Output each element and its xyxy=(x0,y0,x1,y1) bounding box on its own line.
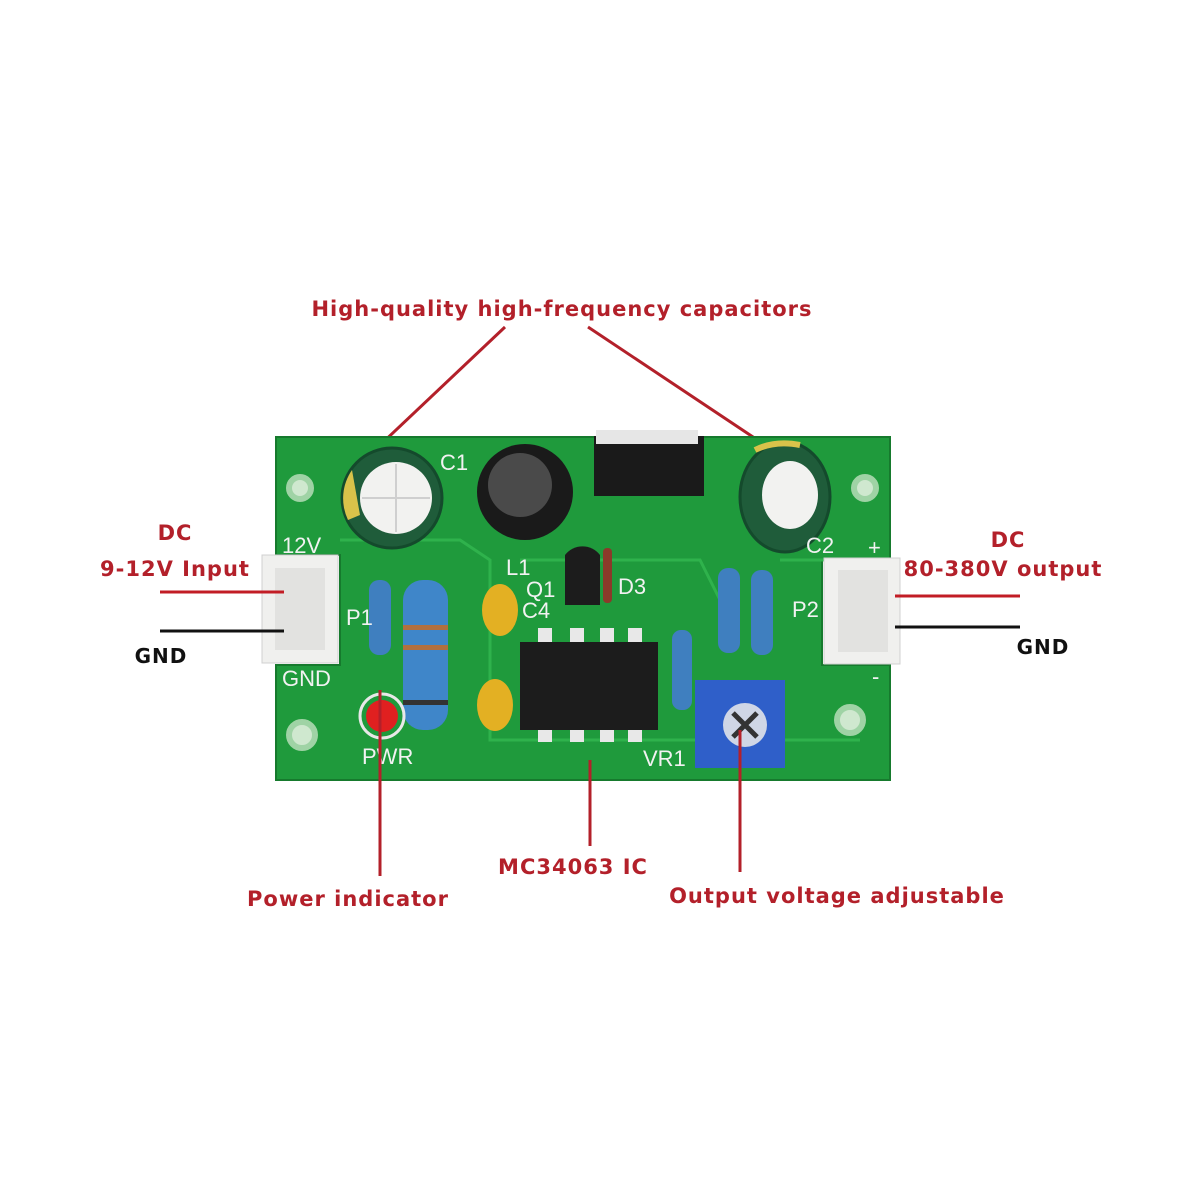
input-dc-label: DC xyxy=(158,521,193,545)
silk-plus: + xyxy=(868,535,881,560)
silk-c2: C2 xyxy=(806,533,834,558)
input-range-label: 9-12V Input xyxy=(100,557,250,581)
ic-label: MC34063 IC xyxy=(498,855,648,879)
silk-12v: 12V xyxy=(282,533,321,558)
output-dc-label: DC xyxy=(991,528,1026,552)
silk-p2: P2 xyxy=(792,597,819,622)
capacitor-c1-pointer xyxy=(376,325,507,449)
potentiometer-vr1[interactable] xyxy=(695,680,785,768)
silk-pwr: PWR xyxy=(362,744,413,769)
silk-vr1: VR1 xyxy=(643,746,686,771)
silk-minus: - xyxy=(872,664,879,689)
pcb-board: 12V GND P1 PWR C1 L1 Q1 D3 C4 C2 + - P2 … xyxy=(261,430,901,781)
silk-c1: C1 xyxy=(440,450,468,475)
mounting-holes xyxy=(286,474,879,751)
input-connector[interactable] xyxy=(261,554,339,664)
capacitor-c1 xyxy=(340,446,444,550)
ceramic-capacitor xyxy=(477,679,513,731)
silk-q1: Q1 xyxy=(526,577,555,602)
output-connector[interactable] xyxy=(823,557,901,665)
silk-d3: D3 xyxy=(618,574,646,599)
power-indicator-label: Power indicator xyxy=(247,887,449,911)
capacitors-label: High-quality high-frequency capacitors xyxy=(311,297,812,321)
transistor-q1 xyxy=(565,546,600,605)
silk-gnd: GND xyxy=(282,666,331,691)
adjustable-label: Output voltage adjustable xyxy=(669,884,1005,908)
diode-d3 xyxy=(603,548,612,603)
silk-l1: L1 xyxy=(506,555,530,580)
power-diode xyxy=(594,436,704,496)
output-range-label: 80-380V output xyxy=(904,557,1103,581)
capacitor-c2 xyxy=(738,440,832,554)
output-gnd-label: GND xyxy=(1017,635,1070,659)
silk-c4: C4 xyxy=(522,598,550,623)
input-gnd-label: GND xyxy=(135,644,188,668)
power-led xyxy=(358,692,406,740)
ceramic-capacitor-c4 xyxy=(482,584,518,636)
mc34063-ic-chip xyxy=(520,628,658,742)
inductor-l1 xyxy=(477,444,573,540)
resistors xyxy=(369,568,773,730)
silk-p1: P1 xyxy=(346,605,373,630)
capacitor-c2-pointer xyxy=(587,325,763,445)
